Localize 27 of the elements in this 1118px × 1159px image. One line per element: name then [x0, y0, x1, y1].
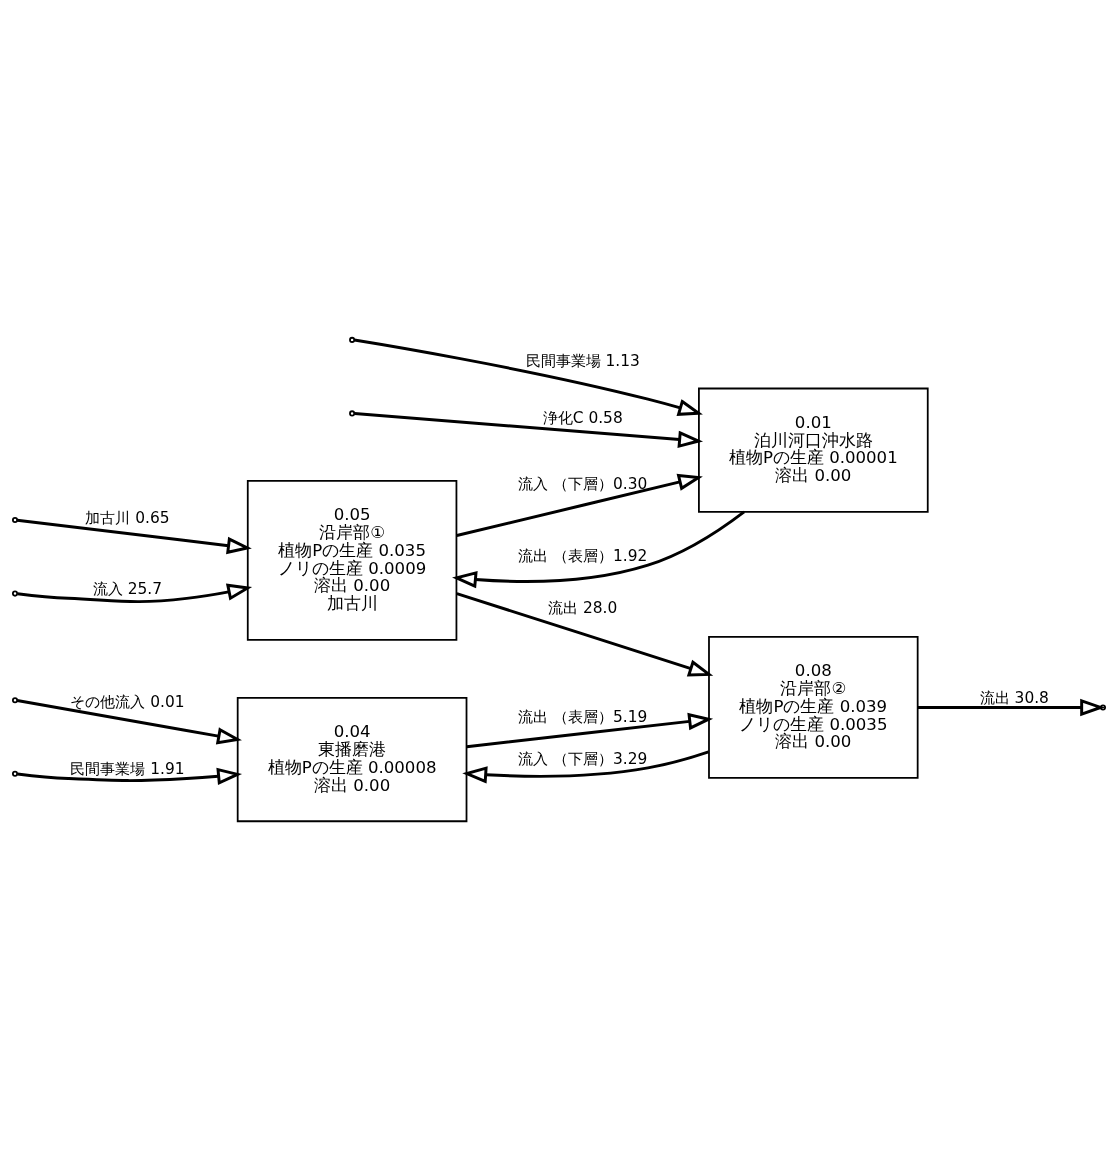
edge-label: 加古川 0.65 — [85, 508, 170, 527]
arrow — [17, 583, 253, 604]
edge-label: 流入 （下層）0.30 — [518, 474, 648, 493]
edge-label: 流入 25.7 — [92, 580, 163, 599]
edge-label: 流出 28.0 — [548, 599, 618, 618]
edge-label: その他流入 0.01 — [70, 692, 185, 711]
edge-label: 民間事業場 1.91 — [70, 760, 185, 779]
arrow — [354, 412, 703, 449]
arrow — [16, 699, 242, 745]
edge-label: 流出 30.8 — [979, 689, 1049, 708]
node-box: 0.05 沿岸部① 植物Pの生産 0.035 ノリの生産 0.0009 溶出 0.00 加古川 — [246, 480, 458, 641]
arrow — [466, 712, 714, 749]
arrow — [456, 592, 714, 677]
arrow — [462, 750, 709, 784]
edge-label: 民間事業場 1.13 — [525, 352, 640, 371]
arrow — [452, 510, 745, 589]
arrow — [456, 473, 703, 537]
arrow — [17, 518, 252, 555]
arrow — [17, 767, 242, 786]
edge-label: 流出 （表層）5.19 — [518, 708, 648, 727]
arrow — [354, 338, 703, 416]
edge-label: 浄化C 0.58 — [542, 409, 623, 428]
node-box: 0.04 東播磨港 植物Pの生産 0.00008 溶出 0.00 — [236, 697, 468, 823]
node-box: 0.08 沿岸部② 植物Pの生産 0.039 ノリの生産 0.0035 溶出 0.00 — [708, 636, 919, 779]
edge-label: 流出 （表層）1.92 — [518, 546, 648, 565]
edge-label: 流入 （下層）3.29 — [518, 749, 648, 768]
node-box: 0.01 泊川河口沖水路 植物Pの生産 0.00001 溶出 0.00 — [698, 387, 929, 513]
